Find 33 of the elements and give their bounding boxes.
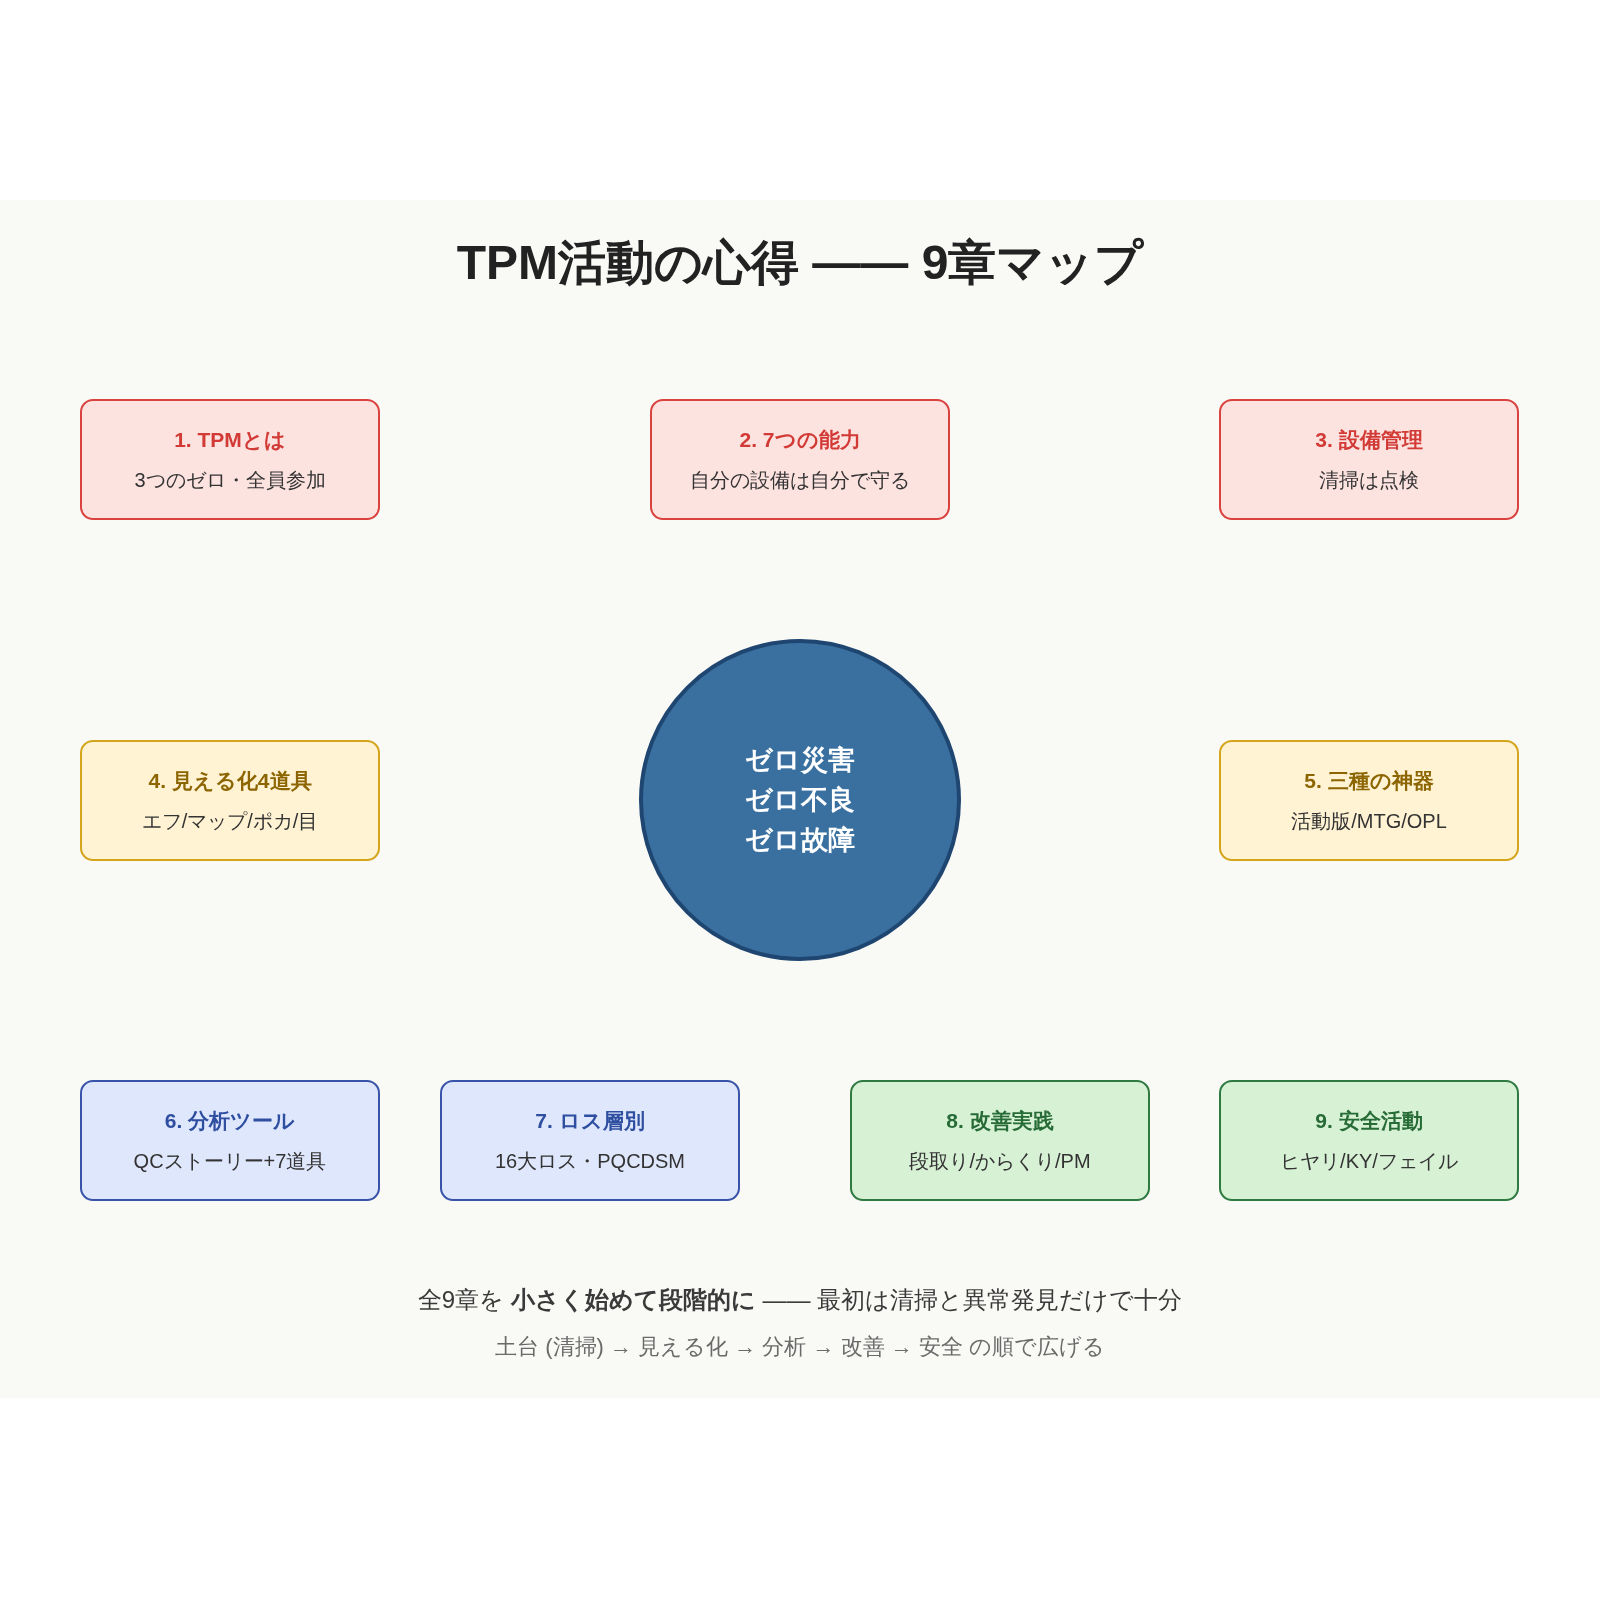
box-text: エフ/マップ/ポカ/目 <box>141 808 319 834</box>
box-text: 自分の設備は自分で守る <box>690 467 910 493</box>
box-text: 清掃は点検 <box>1319 467 1419 493</box>
box-text: ヒヤリ/KY/フェイル <box>1280 1148 1458 1174</box>
box-heading: 4. 見える化4道具 <box>148 767 312 794</box>
box-heading: 9. 安全活動 <box>1315 1107 1423 1134</box>
box-text: 段取り/からくり/PM <box>909 1148 1091 1174</box>
chapter-box <box>1219 399 1519 520</box>
box-heading: 6. 分析ツール <box>164 1107 296 1134</box>
box-heading: 5. 三種の神器 <box>1304 767 1434 794</box>
note: 全9章を 小さく始めて段階的に —— 最初は清掃と異常発見だけで十分 <box>417 1285 1183 1315</box>
box-heading: 1. TPMとは <box>174 426 286 453</box>
circle-text: ゼロ災害 <box>745 744 855 777</box>
box-heading: 7. ロス層別 <box>535 1107 645 1134</box>
chapter-box <box>1219 1080 1519 1201</box>
box-text: 3つのゼロ・全員参加 <box>134 467 326 493</box>
box-heading: 3. 設備管理 <box>1315 426 1423 453</box>
chapter-box <box>440 1080 740 1201</box>
note: 土台 (清掃) → 見える化 → 分析 → 改善 → 安全 の順で広げる <box>495 1333 1105 1361</box>
chapter-box <box>80 399 380 520</box>
circle-text: ゼロ不良 <box>745 784 855 817</box>
box-text: 16大ロス・PQCDSM <box>495 1148 685 1174</box>
chapter-box <box>850 1080 1150 1201</box>
box-heading: 2. 7つの能力 <box>739 426 861 453</box>
box-heading: 8. 改善実践 <box>946 1107 1054 1134</box>
chapter-box <box>80 1080 380 1201</box>
circle-text: ゼロ故障 <box>745 824 855 857</box>
box-text: QCストーリー+7道具 <box>133 1148 327 1174</box>
box-text: 活動版/MTG/OPL <box>1291 808 1447 834</box>
chapter-box <box>650 399 950 520</box>
title: TPM活動の心得 —— 9章マップ <box>456 235 1144 291</box>
chapter-box <box>80 740 380 861</box>
chapter-box <box>1219 740 1519 861</box>
